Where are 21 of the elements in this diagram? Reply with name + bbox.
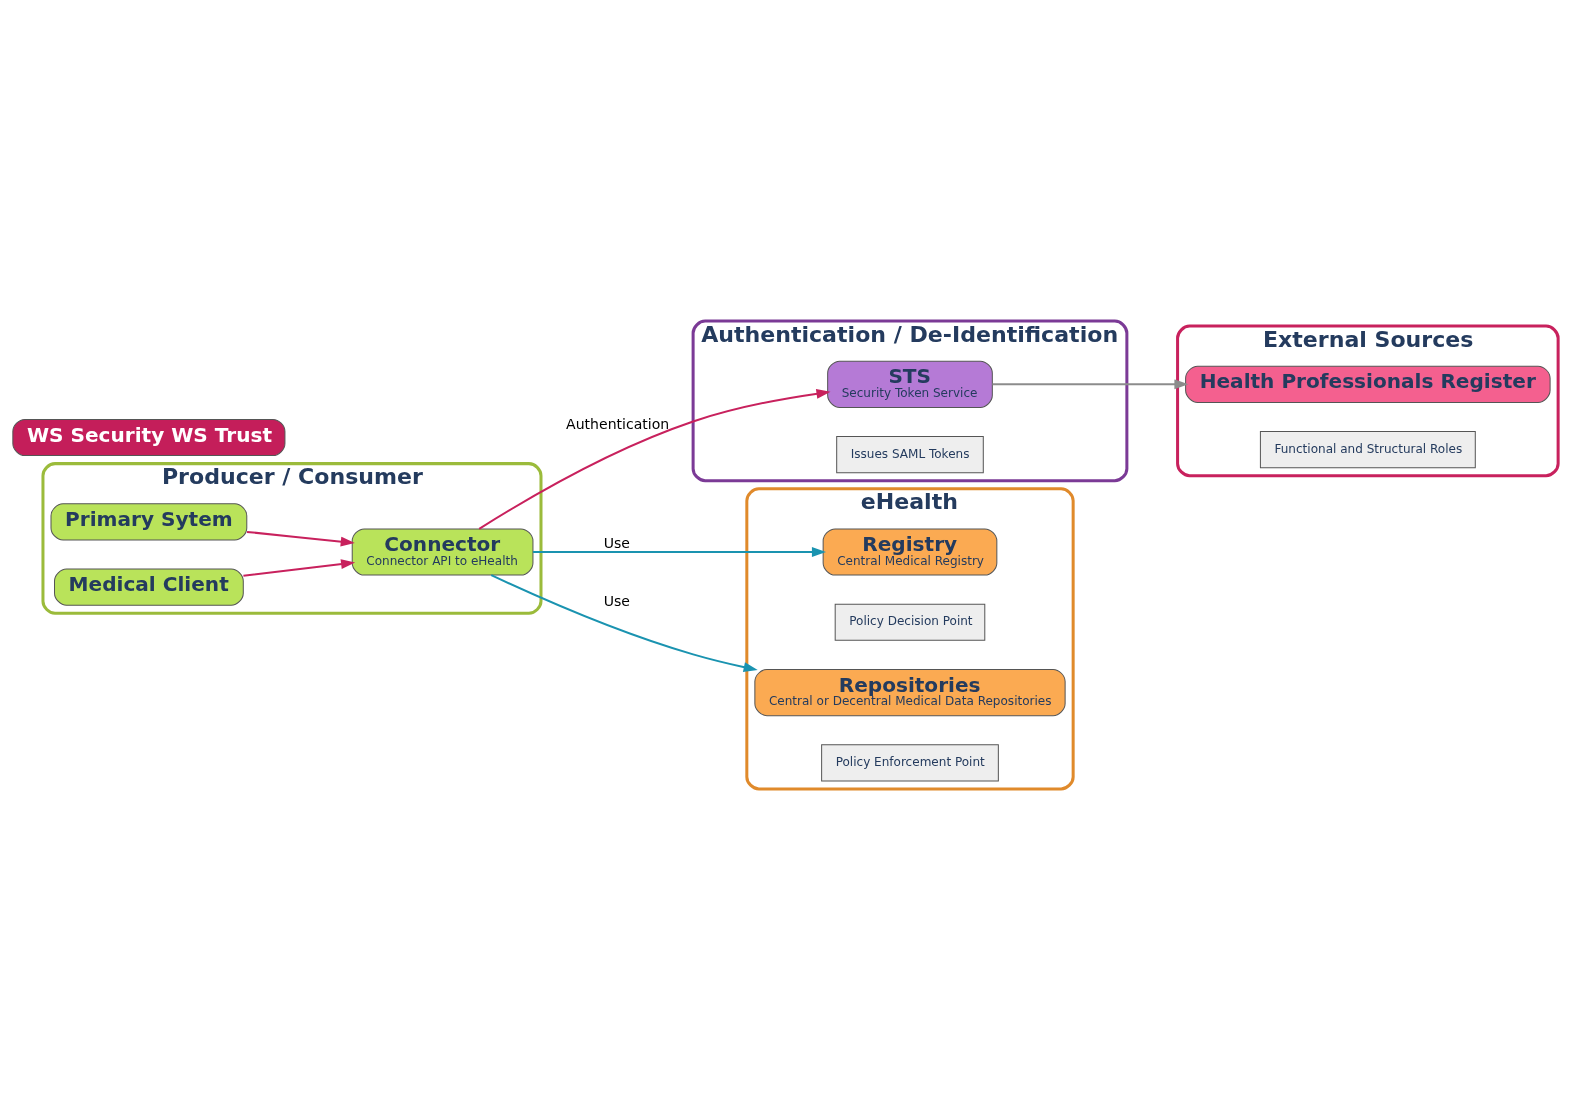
arrow: [992, 379, 1189, 390]
edge-label: Authentication: [566, 415, 670, 432]
node-box: Repositories Central or Decentral Medical Data Repositories: [754, 668, 1066, 717]
arrow: [490, 574, 758, 672]
node-box: WS Security WS Trust: [12, 418, 286, 457]
node-box: STS Security Token Service: [827, 360, 993, 408]
node-box: Functional and Structural Roles: [1259, 431, 1476, 469]
arrow: [246, 530, 355, 547]
edge-label: Use: [603, 593, 630, 610]
node-box: Health Professionals Register: [1185, 365, 1551, 403]
node-box: Connector Connector API to eHealth: [351, 528, 534, 576]
node-box: Registry Central Medical Registry: [822, 528, 998, 576]
edge-label: Use: [603, 535, 630, 552]
arrow: [243, 559, 356, 577]
arrow: [533, 547, 826, 557]
node-box: Primary Sytem: [50, 503, 248, 541]
node-box: Issues SAML Tokens: [836, 436, 984, 474]
node-box: Policy Decision Point: [834, 603, 986, 641]
node-box: Policy Enforcement Point: [821, 744, 999, 782]
arrow: [478, 388, 831, 530]
node-box: Medical Client: [54, 568, 244, 606]
